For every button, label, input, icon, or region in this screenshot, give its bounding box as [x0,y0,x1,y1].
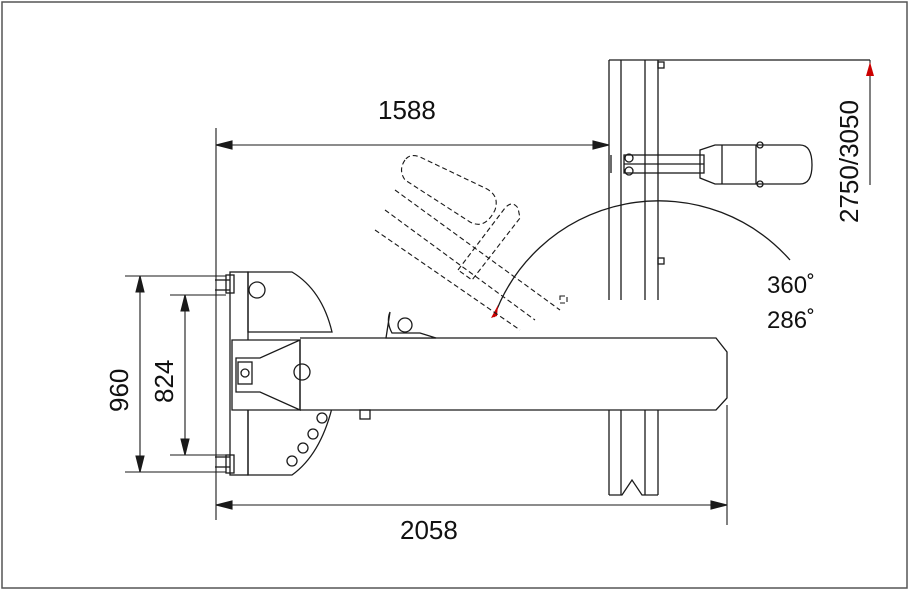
dimension-label-column-height: 2750/3050 [834,100,864,223]
dimension-line-2058 [215,405,728,525]
rotation-arc [493,200,791,318]
dimension-line-824 [170,294,226,456]
rotation-arrow-marker [491,305,498,318]
angle-label-286: 286˚ [767,307,815,334]
dimension-line-960 [125,275,226,473]
dimension-label-2058: 2058 [400,515,458,545]
angle-label-360: 360˚ [767,272,815,299]
arm-alternate-position [374,154,568,331]
main-arm [231,311,728,420]
dimension-line-column-height [866,60,874,185]
hoist-trolley [610,141,813,188]
dimension-label-960: 960 [104,369,134,412]
column-structure [608,59,870,496]
dimension-label-1588: 1588 [378,95,436,125]
dimension-label-824: 824 [149,360,179,403]
